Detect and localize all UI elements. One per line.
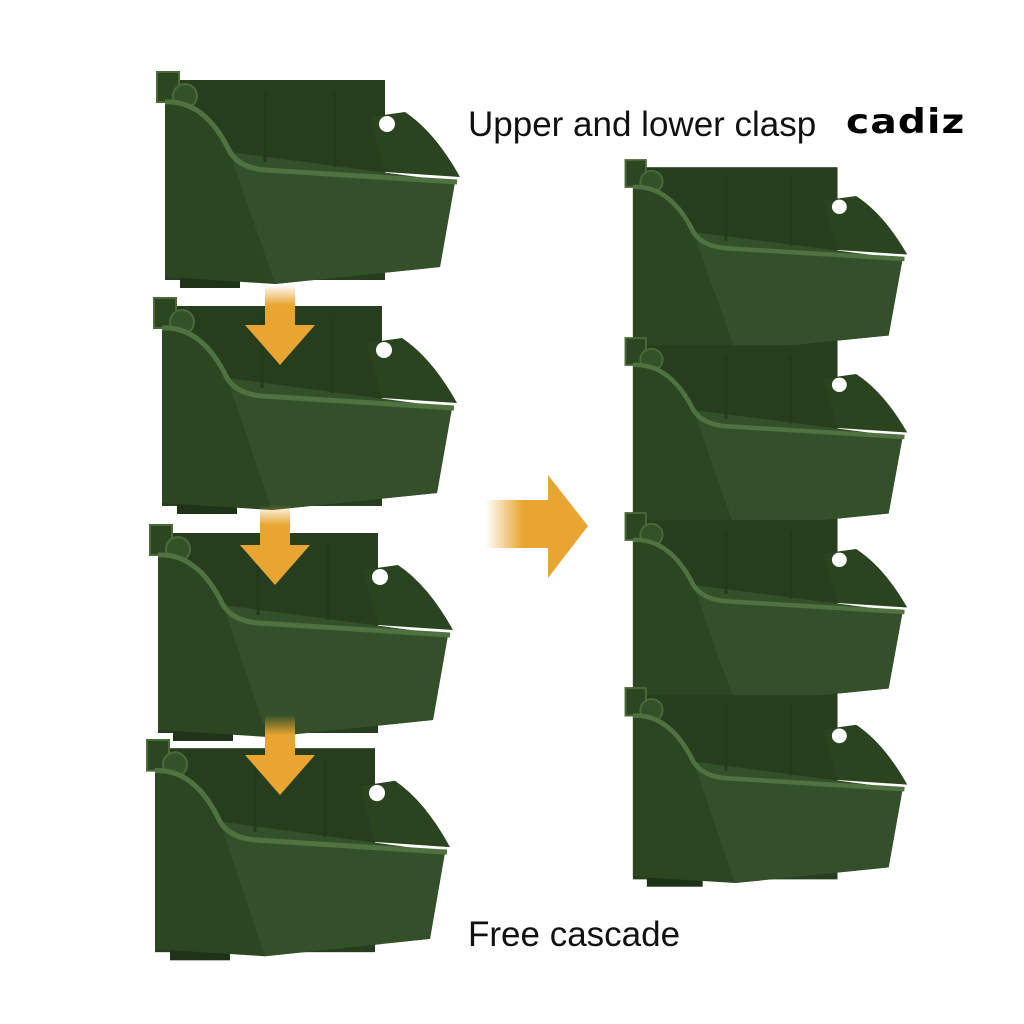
brand-logo: cadiz (846, 102, 966, 142)
planter-right-2 (625, 338, 907, 532)
caption-upper-lower-clasp: Upper and lower clasp (468, 105, 817, 144)
arrow-right-icon (485, 475, 588, 578)
planter-left-3 (150, 525, 453, 741)
caption-free-cascade: Free cascade (468, 915, 681, 954)
planter-left-1 (157, 72, 460, 288)
planter-right-4 (625, 688, 907, 887)
planter-right-1 (625, 160, 907, 354)
planter-right-3 (625, 513, 907, 707)
